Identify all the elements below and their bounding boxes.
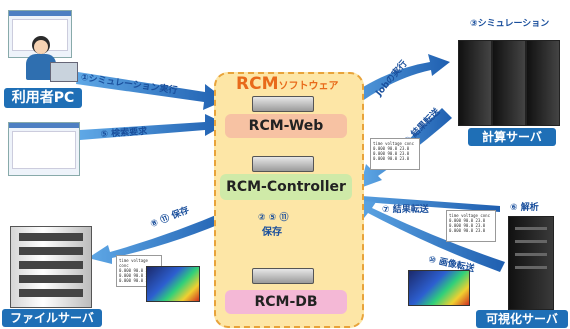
arrow-image [350, 200, 505, 272]
table-header: time voltage conc [449, 213, 490, 218]
browser-window-bottom [8, 122, 80, 176]
visualization-image-right [408, 270, 470, 306]
table-header: time voltage conc [119, 258, 148, 268]
arrow-store-left [88, 210, 234, 264]
arrow-sim-exec [76, 72, 226, 110]
rcm-db-box: RCM-DB [225, 290, 347, 314]
step-analysis: ⑥ 解析 [510, 203, 539, 213]
arrow-search [80, 114, 226, 140]
rack-server-controller [252, 156, 314, 172]
compute-server-rack [458, 40, 560, 126]
table-row: 0.000 90.0 23.0 [373, 151, 410, 156]
table-row: 0.000 90.0 23.0 [449, 218, 486, 223]
data-table-right: time voltage conc 0.000 90.0 23.0 0.000 … [446, 210, 496, 242]
arrow-result-mid [338, 188, 500, 212]
rack-server-web [252, 96, 314, 112]
vis-server-label: 可視化サーバ [476, 310, 568, 328]
table-header: time voltage conc [373, 141, 414, 146]
rack-server-db [252, 268, 314, 284]
rcm-title-main: RCM [236, 74, 279, 94]
table-row: 0.000 90.0 23.0 [449, 228, 486, 233]
rcm-title: RCMソフトウェア [236, 74, 338, 94]
data-table-top: time voltage conc 0.000 90.0 23.0 0.000 … [370, 138, 420, 170]
rcm-title-sub: ソフトウェア [278, 81, 339, 92]
step-store-inner-nums: ② ⑤ ⑪ [258, 213, 289, 223]
file-server-rack [10, 226, 92, 308]
step-result-transfer-mid: ⑦ 結果転送 [382, 205, 429, 215]
compute-server-label: 計算サーバ [468, 128, 556, 146]
table-row: 0.000 90.0 23.0 [373, 156, 410, 161]
rcm-controller-box: RCM-Controller [220, 174, 352, 200]
laptop-icon [50, 62, 78, 82]
visualization-image-left [146, 266, 200, 302]
table-row: 0.000 90.0 23.0 [373, 146, 410, 151]
vis-server-rack [508, 216, 554, 310]
rcm-web-box: RCM-Web [225, 114, 347, 138]
table-row: 0.000 90.0 23.0 [449, 223, 486, 228]
step-store-inner: 保存 [262, 227, 282, 238]
step-simulation: ③シミュレーション [470, 19, 550, 29]
user-pc-label: 利用者PC [4, 88, 82, 108]
file-server-label: ファイルサーバ [2, 309, 102, 327]
